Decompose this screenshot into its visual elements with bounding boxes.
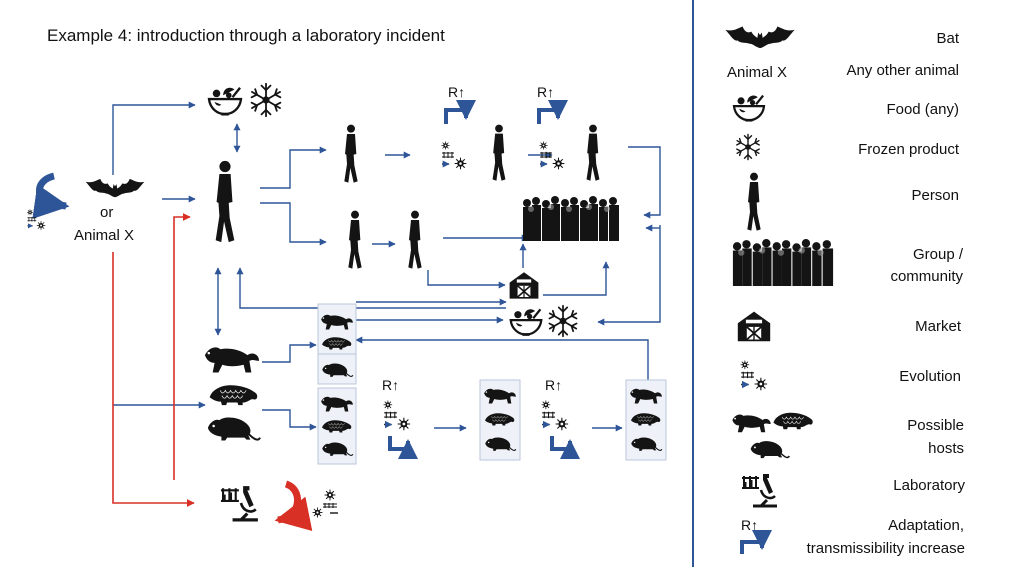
laboratory-icon [219, 484, 260, 522]
legend-laboratory-label: Laboratory [893, 477, 965, 494]
page-title: Example 4: introduction through a labora… [47, 26, 445, 45]
source-node: or Animal X [27, 172, 145, 244]
curved-arrow-icon [444, 100, 476, 124]
crowd-icon [523, 196, 619, 241]
cycle-arrow-icon [32, 172, 70, 219]
person-icon [344, 124, 358, 183]
source-or-label: or [100, 204, 113, 221]
bat-icon [85, 178, 145, 198]
legend-frozen-label: Frozen product [858, 141, 960, 158]
legend-crowd-icon [732, 239, 834, 286]
legend-adaptation-label-line2: transmissibility increase [807, 540, 965, 557]
host-stack [317, 303, 357, 385]
curved-arrow-icon [537, 100, 568, 124]
snowflake-icon [250, 82, 282, 118]
red-arrows [112, 213, 195, 507]
legend-group-label-line1: Group / [913, 246, 964, 263]
person-icon [586, 124, 600, 181]
legend-person-label: Person [911, 187, 959, 204]
evolution-icon [542, 400, 569, 430]
blue-arrows [112, 101, 661, 432]
host-stack [317, 387, 357, 465]
legend-person-icon [747, 172, 761, 231]
source-animal-x-label: Animal X [74, 227, 134, 244]
person-icon [215, 160, 235, 243]
host-stack [479, 379, 521, 461]
curved-arrow-icon [550, 436, 580, 459]
rat-icon [206, 416, 262, 442]
legend-market-label: Market [915, 318, 962, 335]
legend-hosts-label-line1: Possible [907, 417, 964, 434]
evolution-icon [27, 209, 45, 229]
evolution-icon [384, 400, 411, 430]
adaptation-label: R↑ [382, 377, 399, 393]
adaptation-label: R↑ [545, 377, 562, 393]
legend-market-icon [736, 310, 772, 342]
person-icon [492, 124, 506, 181]
snowflake-icon [548, 304, 578, 338]
market-icon [508, 271, 540, 300]
legend-laboratory-icon [740, 472, 779, 508]
pangolin-icon [209, 384, 258, 406]
adaptation-label: R↑ [448, 84, 465, 100]
lab-cycle-arrow-icon [274, 480, 313, 531]
evolution-icon [441, 141, 466, 169]
legend-bat-icon [725, 26, 795, 49]
legend-evolution-icon [741, 360, 768, 390]
legend-animal-x-caption: Animal X [727, 64, 787, 81]
legend-evolution-label: Evolution [899, 368, 961, 385]
legend-adaptation-symbol: R↑ [741, 517, 758, 533]
legend-bat-label: Bat [936, 30, 959, 47]
food-bowl-icon [207, 86, 243, 116]
person-icon [348, 210, 362, 269]
food-bowl-icon [509, 307, 543, 336]
curved-arrow-icon [388, 436, 418, 459]
legend-snowflake-icon [736, 133, 760, 161]
adaptation-label: R↑ [537, 84, 554, 100]
host-stack [625, 379, 667, 461]
marten-icon [204, 347, 260, 373]
legend-curved-arrow-icon [740, 530, 772, 554]
legend-group-label-line2: community [890, 268, 963, 285]
person-icon [408, 210, 422, 269]
legend-any-other-animal-label: Any other animal [846, 62, 959, 79]
legend: Bat Animal X Any other animal Food (any)… [725, 26, 965, 557]
legend-hosts-label-line2: hosts [928, 440, 964, 457]
legend-food-label: Food (any) [886, 101, 959, 118]
legend-hosts-icon [732, 413, 812, 458]
evolution-icon [313, 490, 338, 518]
legend-adaptation-label-line1: Adaptation, [888, 517, 964, 534]
legend-food-icon [732, 94, 766, 122]
